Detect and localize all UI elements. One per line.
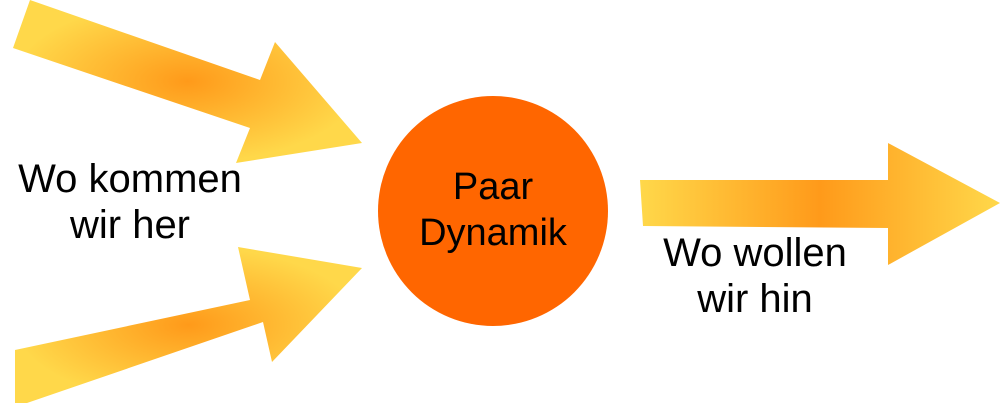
origin-label: Wo kommen wir her bbox=[0, 156, 260, 248]
destination-label: Wo wollen wir hin bbox=[645, 230, 865, 322]
origin-label-line1: Wo kommen bbox=[18, 157, 242, 201]
center-label-line2: Dynamik bbox=[419, 212, 567, 254]
center-label-line1: Paar bbox=[452, 166, 534, 209]
incoming-arrow-bottom bbox=[15, 247, 362, 403]
center-circle: Paar Dynamik bbox=[378, 96, 608, 326]
destination-label-line1: Wo wollen bbox=[663, 231, 847, 275]
incoming-arrow-top bbox=[13, 0, 362, 163]
outgoing-arrow bbox=[640, 143, 1000, 265]
origin-label-line2: wir her bbox=[69, 203, 191, 247]
destination-label-line2: wir hin bbox=[697, 277, 813, 321]
